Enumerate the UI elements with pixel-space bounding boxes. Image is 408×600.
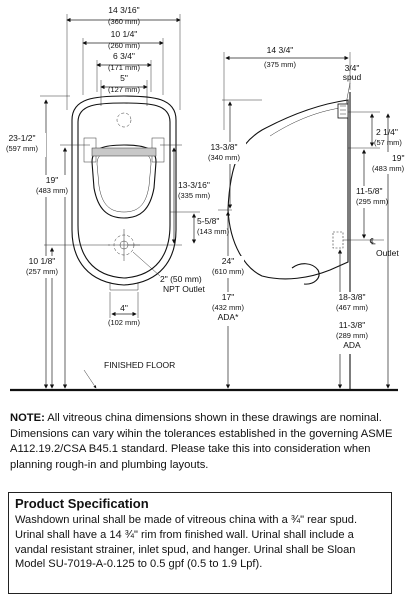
spud-size: 3/4" xyxy=(345,63,360,73)
ada-outlet-mm: (289 mm) xyxy=(336,331,369,340)
bowl-height-mm: (335 mm) xyxy=(178,191,211,200)
spec-body: Washdown urinal shall be made of vitreou… xyxy=(15,514,358,571)
side-height-19: 19" xyxy=(392,153,404,163)
outlet-size: 2" (50 mm) xyxy=(160,274,202,284)
front-height-19-mm: (483 mm) xyxy=(36,186,69,195)
side-depth-mm: (375 mm) xyxy=(264,60,297,69)
outlet-label: Outlet xyxy=(376,248,399,258)
side-view: 14 3/4" (375 mm) 3/4" spud 2 1/4" (57 mm… xyxy=(206,45,406,390)
finished-floor: FINISHED FLOOR xyxy=(10,360,398,392)
outlet-offset: 11-5/8" xyxy=(356,186,383,196)
spec-title: Product Specification xyxy=(15,496,149,511)
ada-outlet: 11-3/8" xyxy=(339,320,366,330)
lower-height-mm: (143 mm) xyxy=(197,227,230,236)
outlet-type: NPT Outlet xyxy=(163,284,206,294)
front-view: 14 3/16" (360 mm) 10 1/4" (260 mm) 6 3/4… xyxy=(6,5,230,391)
spud-width-mm: (127 mm) xyxy=(108,85,141,94)
spud-label: spud xyxy=(343,72,362,82)
front-height-19: 19" xyxy=(46,175,58,185)
outlet-offset-mm: (295 mm) xyxy=(356,197,389,206)
ada-height: 17" xyxy=(222,292,234,302)
ada-label: ADA* xyxy=(218,312,239,322)
side-depth: 14 3/4" xyxy=(267,45,294,55)
note-text: All vitreous china dimensions shown in t… xyxy=(10,412,393,471)
note-label: NOTE: xyxy=(10,412,45,424)
floor-to-outlet: 18-3/8" xyxy=(338,292,365,302)
ada-height-mm: (432 mm) xyxy=(212,303,245,312)
rim-drop: 13-3/8" xyxy=(210,142,237,152)
outlet-height: 10 1/8" xyxy=(29,256,56,266)
rim-width-mm: (260 mm) xyxy=(108,41,141,50)
inner-width-mm: (171 mm) xyxy=(108,63,141,72)
urinal-side-outline xyxy=(227,99,349,280)
outlet-centerline: ℄ xyxy=(369,236,376,246)
bottom-width: 4" xyxy=(120,303,128,313)
rim-drop-mm: (340 mm) xyxy=(208,153,241,162)
inner-width: 6 3/4" xyxy=(113,51,135,61)
overall-width-mm: (360 mm) xyxy=(108,17,141,26)
note-paragraph: NOTE: All vitreous china dimensions show… xyxy=(10,411,402,473)
bowl-height: 13-3/16" xyxy=(178,180,210,190)
rim-width: 10 1/4" xyxy=(111,29,138,39)
ada-outlet-label: ADA xyxy=(343,340,361,350)
floor-label: FINISHED FLOOR xyxy=(104,360,175,370)
overall-height: 23-1/2" xyxy=(8,133,35,143)
outlet-height-mm: (257 mm) xyxy=(26,267,59,276)
lower-height: 5-5/8" xyxy=(197,216,219,226)
rim-height: 24" xyxy=(222,256,234,266)
spud-drop: 2 1/4" xyxy=(376,127,398,137)
spud-width: 5" xyxy=(120,73,128,83)
overall-width: 14 3/16" xyxy=(108,5,139,15)
dimension-drawing: 14 3/16" (360 mm) 10 1/4" (260 mm) 6 3/4… xyxy=(6,5,406,392)
rim-height-mm: (610 mm) xyxy=(212,267,245,276)
product-specification-box: Product Specification Washdown urinal sh… xyxy=(8,492,392,594)
bottom-width-mm: (102 mm) xyxy=(108,318,141,327)
floor-to-outlet-mm: (467 mm) xyxy=(336,303,369,312)
overall-height-mm: (597 mm) xyxy=(6,144,39,153)
side-height-19-mm: (483 mm) xyxy=(372,164,405,173)
